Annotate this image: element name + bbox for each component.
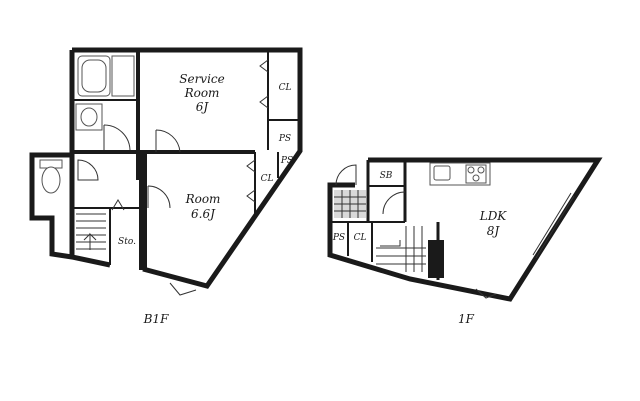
b1f-outer-wall bbox=[29, 47, 303, 289]
b1f-column-top bbox=[136, 150, 146, 180]
shower-area-icon bbox=[111, 55, 135, 97]
ldk-name: LDK bbox=[479, 209, 508, 223]
door-swing-icon bbox=[147, 185, 171, 209]
bathtub-inner-icon bbox=[81, 59, 107, 93]
door-swing-icon bbox=[77, 159, 99, 181]
service-room-name-line2: Room bbox=[184, 86, 220, 100]
burner-icon bbox=[467, 166, 475, 174]
1f-ps-label: PS bbox=[332, 233, 345, 243]
burner-icon bbox=[477, 166, 485, 174]
door-swing-icon bbox=[475, 288, 497, 299]
burner-icon bbox=[472, 174, 480, 182]
1f-column bbox=[428, 240, 444, 278]
b1f-column bbox=[139, 152, 147, 270]
closet-upper-label: CL bbox=[279, 83, 292, 93]
washbasin-bowl-icon bbox=[80, 107, 98, 127]
door-swing-icon bbox=[382, 191, 406, 215]
door-swing-icon bbox=[155, 129, 181, 153]
ldk-size: 8J bbox=[487, 224, 501, 238]
closet-door-icon bbox=[246, 159, 256, 203]
room-name: Room bbox=[185, 192, 221, 206]
storage-label: Sto. bbox=[118, 237, 136, 247]
toilet-bowl-icon bbox=[41, 166, 61, 194]
door-swing-icon bbox=[111, 199, 125, 211]
1f-plan: LDK 8J SB PS CL 1F bbox=[327, 157, 603, 326]
service-room-name-line1: Service bbox=[179, 72, 225, 86]
1f-stairs bbox=[376, 226, 426, 272]
door-swing-icon bbox=[335, 164, 357, 186]
1f-floor-label: 1F bbox=[458, 312, 475, 326]
entry-tile-area bbox=[334, 190, 366, 218]
closet-door-icon bbox=[259, 59, 269, 109]
b1f-stairs bbox=[76, 213, 106, 250]
shoe-box-label: SB bbox=[380, 171, 393, 181]
b1f-floor-label: B1F bbox=[143, 312, 169, 326]
1f-closet-label: CL bbox=[354, 233, 367, 243]
window-icon bbox=[532, 192, 575, 259]
ps-upper-label: PS bbox=[278, 134, 291, 144]
service-room-size: 6J bbox=[196, 100, 210, 114]
sink-icon bbox=[433, 165, 451, 181]
b1f-toilet-wall bbox=[30, 153, 72, 254]
entrance-door-icon bbox=[169, 282, 197, 296]
door-swing-icon bbox=[103, 124, 131, 151]
ps-lower-label: PS bbox=[280, 156, 293, 166]
room-size: 6.6J bbox=[191, 207, 216, 221]
closet-lower-label: CL bbox=[261, 174, 274, 184]
b1f-plan: Service Room 6J Room 6.6J CL CL PS PS St… bbox=[29, 47, 303, 326]
